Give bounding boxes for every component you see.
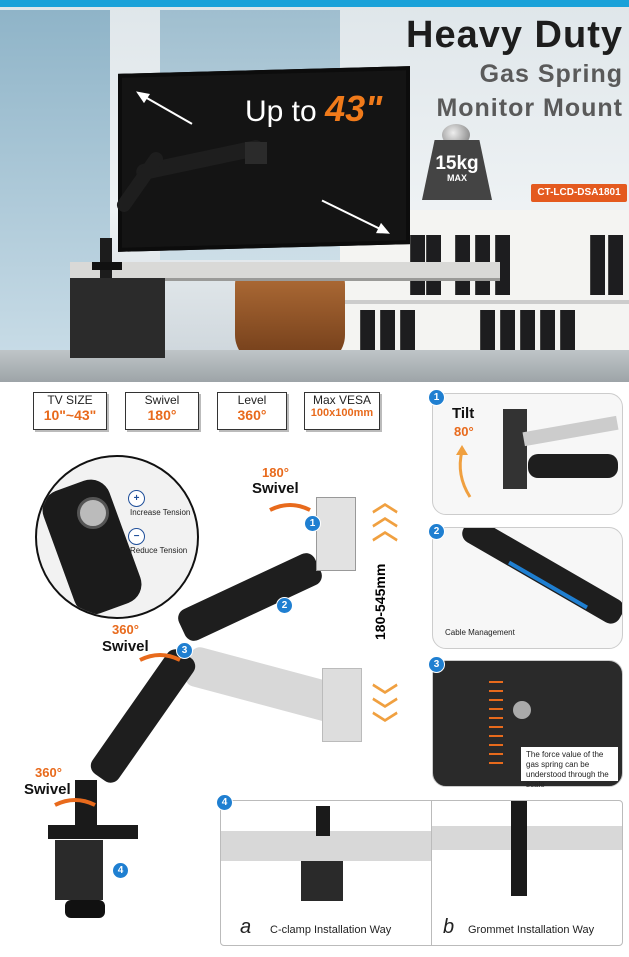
arrows-icon	[136, 91, 390, 234]
callout-number: 4	[216, 794, 233, 811]
cable-panel	[432, 527, 623, 649]
option-a-label: C-clamp Installation Way	[270, 924, 392, 936]
mid-swivel-degrees: 360°	[112, 622, 139, 637]
desk	[70, 262, 500, 281]
weight-icon: 15kg MAX	[422, 140, 492, 200]
weight-value: 15kg	[435, 153, 479, 174]
spec-badge: Swivel 180°	[125, 392, 199, 430]
hero-photo: Up to 43"	[0, 0, 629, 382]
spec-badge: TV SIZE 10"~43"	[33, 392, 107, 430]
size-callout: Up to 43"	[245, 88, 383, 129]
increase-tension-label: Increase Tension	[130, 508, 191, 517]
top-swivel-label: Swivel	[252, 480, 299, 497]
spec-badge: Level 360°	[217, 392, 287, 430]
force-scale-text: The force value of the gas spring can be…	[526, 750, 609, 789]
tilt-arrow-icon	[456, 445, 472, 498]
rotate-arrow-icon	[139, 653, 181, 662]
page-title: Heavy Duty	[406, 14, 623, 56]
page-subtitle-2: Monitor Mount	[436, 94, 623, 122]
size-value: 43"	[325, 88, 383, 129]
c-clamp	[55, 840, 103, 900]
callout-number: 3	[176, 642, 193, 659]
callout-number: 2	[276, 597, 293, 614]
height-range: 180-545mm	[372, 563, 388, 640]
callout-number: 3	[428, 656, 445, 673]
cable-management-label: Cable Management	[445, 628, 515, 637]
spec-value: 360°	[237, 407, 267, 423]
reduce-tension-label: Reduce Tension	[130, 546, 188, 555]
office-chair	[235, 270, 345, 365]
clamp	[92, 262, 122, 270]
spec-value: 100x100mm	[310, 407, 374, 419]
vesa-plate	[245, 142, 267, 164]
spec-value: 180°	[147, 407, 177, 423]
option-a-letter: a	[240, 916, 252, 938]
spec-label: Level	[237, 393, 267, 407]
rotate-arrow-icon	[269, 503, 311, 512]
pole	[100, 238, 112, 278]
tilt-degrees: 80°	[454, 424, 474, 439]
plus-icon: +	[128, 490, 145, 507]
vesa-plate-ghost	[322, 668, 362, 742]
base-swivel-label: Swivel	[24, 781, 71, 798]
top-accent-bar	[0, 0, 629, 7]
minus-icon: −	[128, 528, 145, 545]
weight-unit: MAX	[447, 173, 467, 183]
callout-number: 2	[428, 523, 445, 540]
cabinet	[70, 278, 165, 358]
clamp-knob	[65, 900, 105, 918]
page-subtitle-1: Gas Spring	[479, 60, 623, 88]
spec-label: Max VESA	[312, 393, 372, 407]
scale-panel	[432, 660, 623, 787]
callout-number: 1	[428, 389, 445, 406]
spec-label: Swivel	[144, 393, 180, 407]
desk-plate	[48, 825, 138, 839]
option-b-letter: b	[443, 916, 455, 938]
spec-badge: Max VESA 100x100mm	[304, 392, 380, 430]
up-chevrons-icon: ︿︿︿	[372, 487, 399, 545]
base-swivel-degrees: 360°	[35, 765, 62, 780]
top-swivel-degrees: 180°	[262, 465, 289, 480]
model-badge: CT-LCD-DSA1801	[531, 184, 627, 202]
arm-upper	[174, 549, 326, 645]
down-chevrons-icon: ﹀﹀﹀	[372, 682, 399, 740]
tilt-label: Tilt	[452, 405, 475, 422]
mid-swivel-label: Swivel	[102, 638, 149, 655]
spec-label: TV SIZE	[47, 393, 93, 407]
spec-value: 10"~43"	[43, 407, 97, 423]
option-b-label: Grommet Installation Way	[468, 924, 595, 936]
callout-number: 1	[304, 515, 321, 532]
install-panel	[220, 800, 623, 946]
tension-zoom	[35, 455, 199, 619]
callout-number: 4	[112, 862, 129, 879]
rotate-arrow-icon	[54, 798, 96, 807]
vesa-plate	[316, 497, 356, 571]
monitor-screen	[118, 66, 410, 252]
